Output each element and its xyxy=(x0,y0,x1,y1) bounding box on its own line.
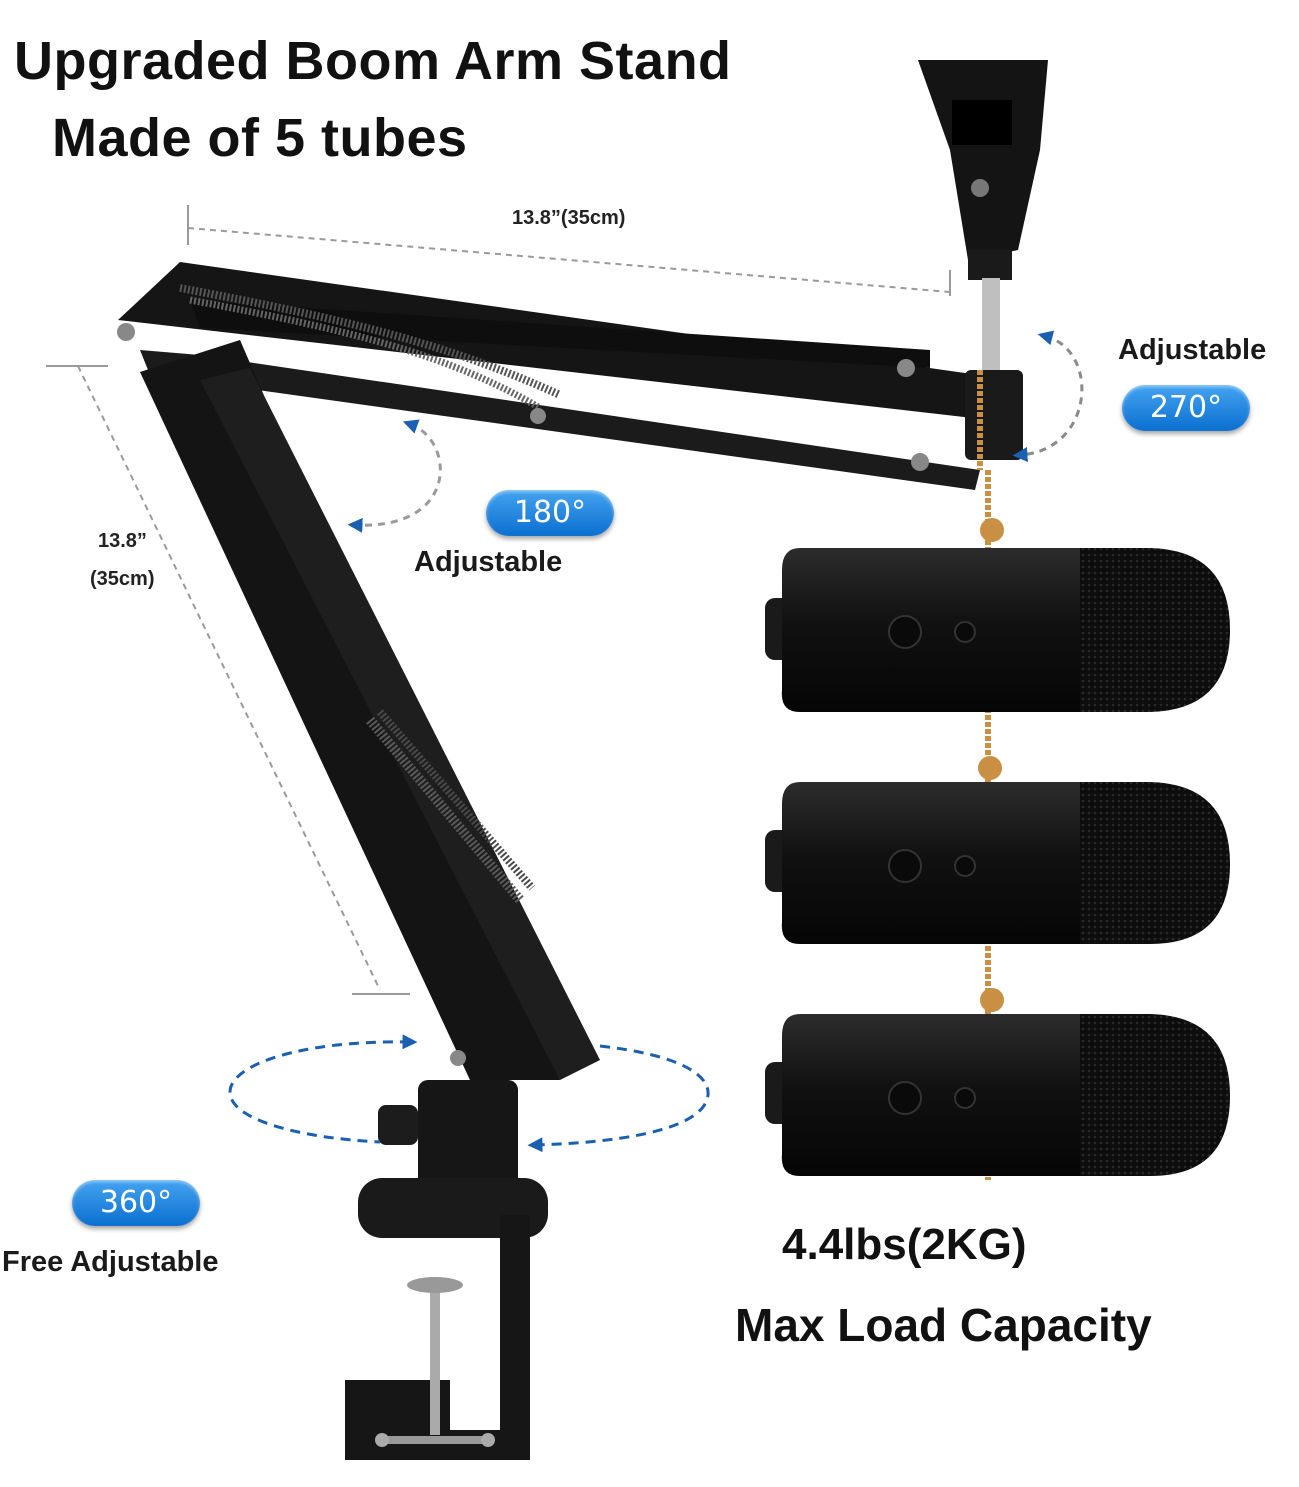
microphone-1 xyxy=(765,548,1230,712)
max-load-value: 4.4lbs(2KG) xyxy=(782,1220,1027,1269)
rotation-arrow-360 xyxy=(228,1034,710,1153)
microphone-3 xyxy=(765,1014,1230,1176)
lower-arm-length-label: 13.8” xyxy=(98,530,147,552)
upper-arm-length-label: 13.8”(35cm) xyxy=(512,207,626,229)
desk-clamp xyxy=(345,1080,548,1460)
upper-arm xyxy=(117,262,1000,490)
rotation-360-label: Free Adjustable xyxy=(2,1246,219,1278)
rotation-arrow-270 xyxy=(1012,330,1084,462)
max-load-caption: Max Load Capacity xyxy=(735,1299,1152,1351)
rotation-270-label: Adjustable xyxy=(1118,334,1267,366)
rotation-180-label: Adjustable xyxy=(414,546,563,578)
rotation-180-badge: 180° xyxy=(486,490,614,536)
dimension-line-left xyxy=(46,365,410,995)
dimension-line-top xyxy=(187,205,951,296)
rotation-360-badge: 360° xyxy=(72,1180,200,1226)
microphone-2 xyxy=(765,782,1230,944)
lower-arm-length-metric-label: (35cm) xyxy=(90,568,155,590)
rotation-270-badge: 270° xyxy=(1122,385,1250,431)
lower-arm xyxy=(140,340,600,1104)
rotation-arrow-180 xyxy=(347,419,442,533)
headline-line-1: Upgraded Boom Arm Stand xyxy=(14,31,732,91)
headline-line-2: Made of 5 tubes xyxy=(52,108,468,168)
